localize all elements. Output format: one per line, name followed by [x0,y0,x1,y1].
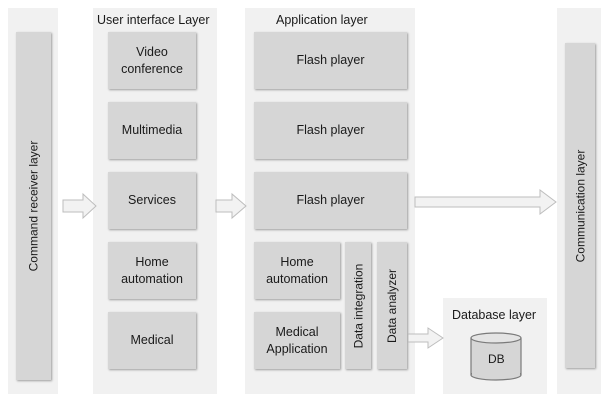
ui-item-home-automation: Home automation [108,242,196,299]
command-receiver-layer [16,32,51,380]
app-home-automation: Home automation [254,242,340,299]
arrow-analyzer-to-db [407,327,444,349]
ui-item-multimedia: Multimedia [108,102,196,159]
app-layer-title: Application layer [276,13,368,27]
db-cylinder [470,332,522,381]
flash-player-3: Flash player [254,172,407,229]
flash-player-1: Flash player [254,32,407,89]
ui-item-medical: Medical [108,312,196,369]
ui-item-services: Services [108,172,196,229]
app-medical-application: Medical Application [254,312,340,369]
data-analyzer-box [377,242,407,369]
arrow-ui-to-app [215,192,247,220]
arrow-app-to-communication [414,189,557,215]
ui-layer-title: User interface Layer [97,13,210,27]
database-layer-title: Database layer [452,308,537,322]
flash-player-2: Flash player [254,102,407,159]
data-integration-box [345,242,371,369]
arrow-command-to-ui [62,192,97,220]
ui-item-video-conference: Video conference [108,32,196,89]
db-label: DB [488,352,505,366]
communication-layer [565,43,595,368]
